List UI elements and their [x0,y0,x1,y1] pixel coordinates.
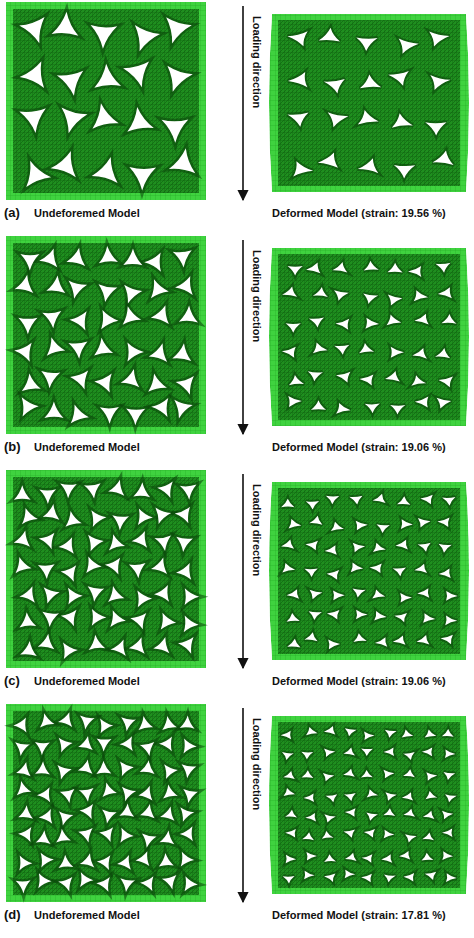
loading-arrow [242,240,244,434]
model-caption: Deformed Model (strain: 19.06 %) [272,675,446,687]
model-caption: Deformed Model (strain: 17.81 %) [272,909,446,921]
direction-label: Loading direction [251,250,263,342]
deformed-model [269,248,469,426]
undeformed-model [6,2,206,200]
direction-label: Loading direction [251,484,263,576]
loading-arrow [242,474,244,668]
model-caption: Deformed Model (strain: 19.56 %) [272,207,446,219]
direction-label: Loading direction [251,16,263,108]
direction-label: Loading direction [251,718,263,810]
undeformed-model [6,236,206,434]
panel-letter: (b) [4,440,21,454]
deformed-model [269,716,469,894]
panel-letter: (a) [4,206,20,220]
panel-letter: (d) [4,908,21,922]
model-caption: Undeforemed Model [34,675,140,687]
panel-letter: (c) [4,674,20,688]
loading-arrow [242,6,244,200]
deformed-model [269,482,469,660]
undeformed-model [6,704,206,902]
loading-arrow [242,708,244,902]
model-caption: Undeforemed Model [34,207,140,219]
model-caption: Deformed Model (strain: 19.06 %) [272,441,446,453]
model-caption: Undeforemed Model [34,909,140,921]
model-caption: Undeforemed Model [34,441,140,453]
deformed-model [269,14,469,192]
undeformed-model [6,470,206,668]
